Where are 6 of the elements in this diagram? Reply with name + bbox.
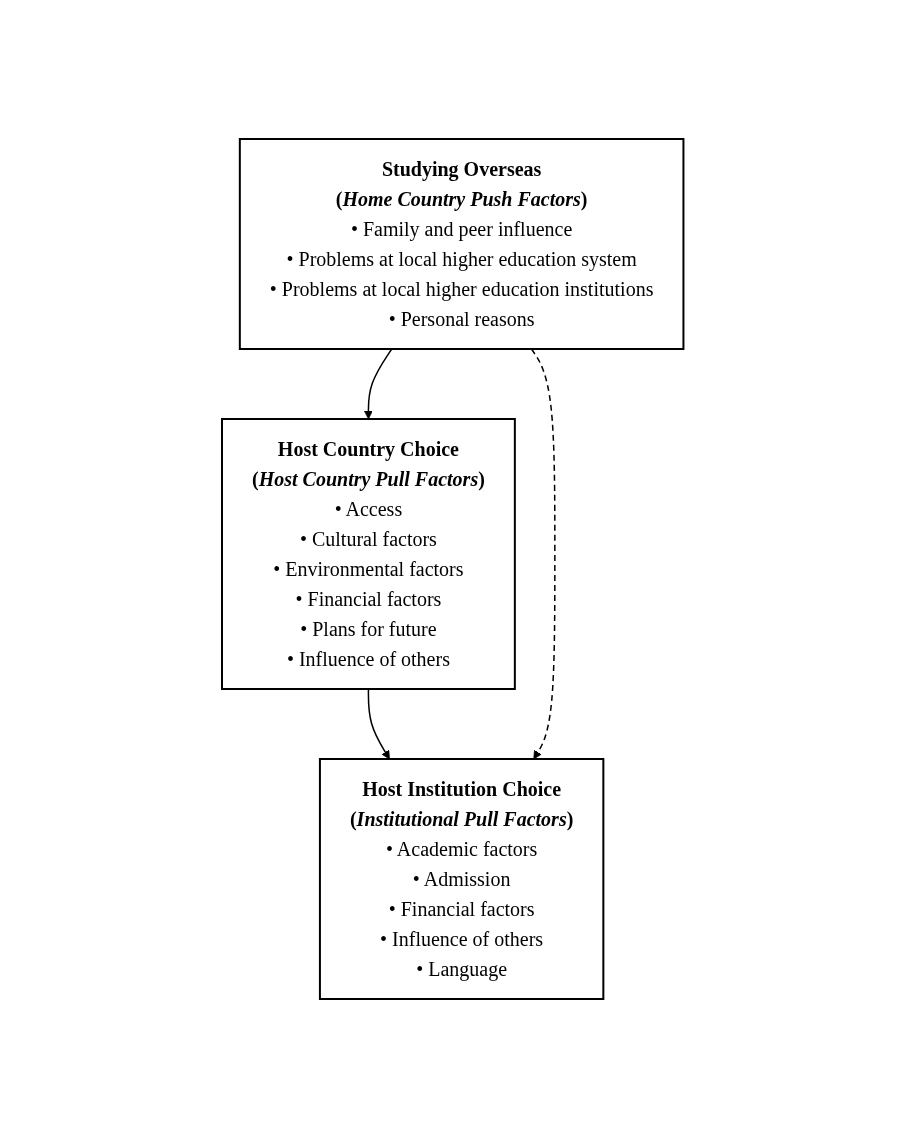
arrow	[364, 347, 393, 419]
node-box: Studying Overseas (Home Country Push Factors) • Family and peer influence • Problems at local higher education system • Problems at local higher education institutions • Personal reasons	[239, 137, 685, 350]
arrow	[367, 687, 391, 759]
arrow	[531, 347, 556, 759]
node-box: Host Country Choice (Host Country Pull Factors) • Access • Cultural factors • Environmental factors • Financial factors • Plans for future • Influence of others	[221, 417, 517, 690]
node-box: Host Institution Choice (Institutional Pull Factors) • Academic factors • Admission • Financial factors • Influence of others • Language	[319, 757, 605, 1000]
